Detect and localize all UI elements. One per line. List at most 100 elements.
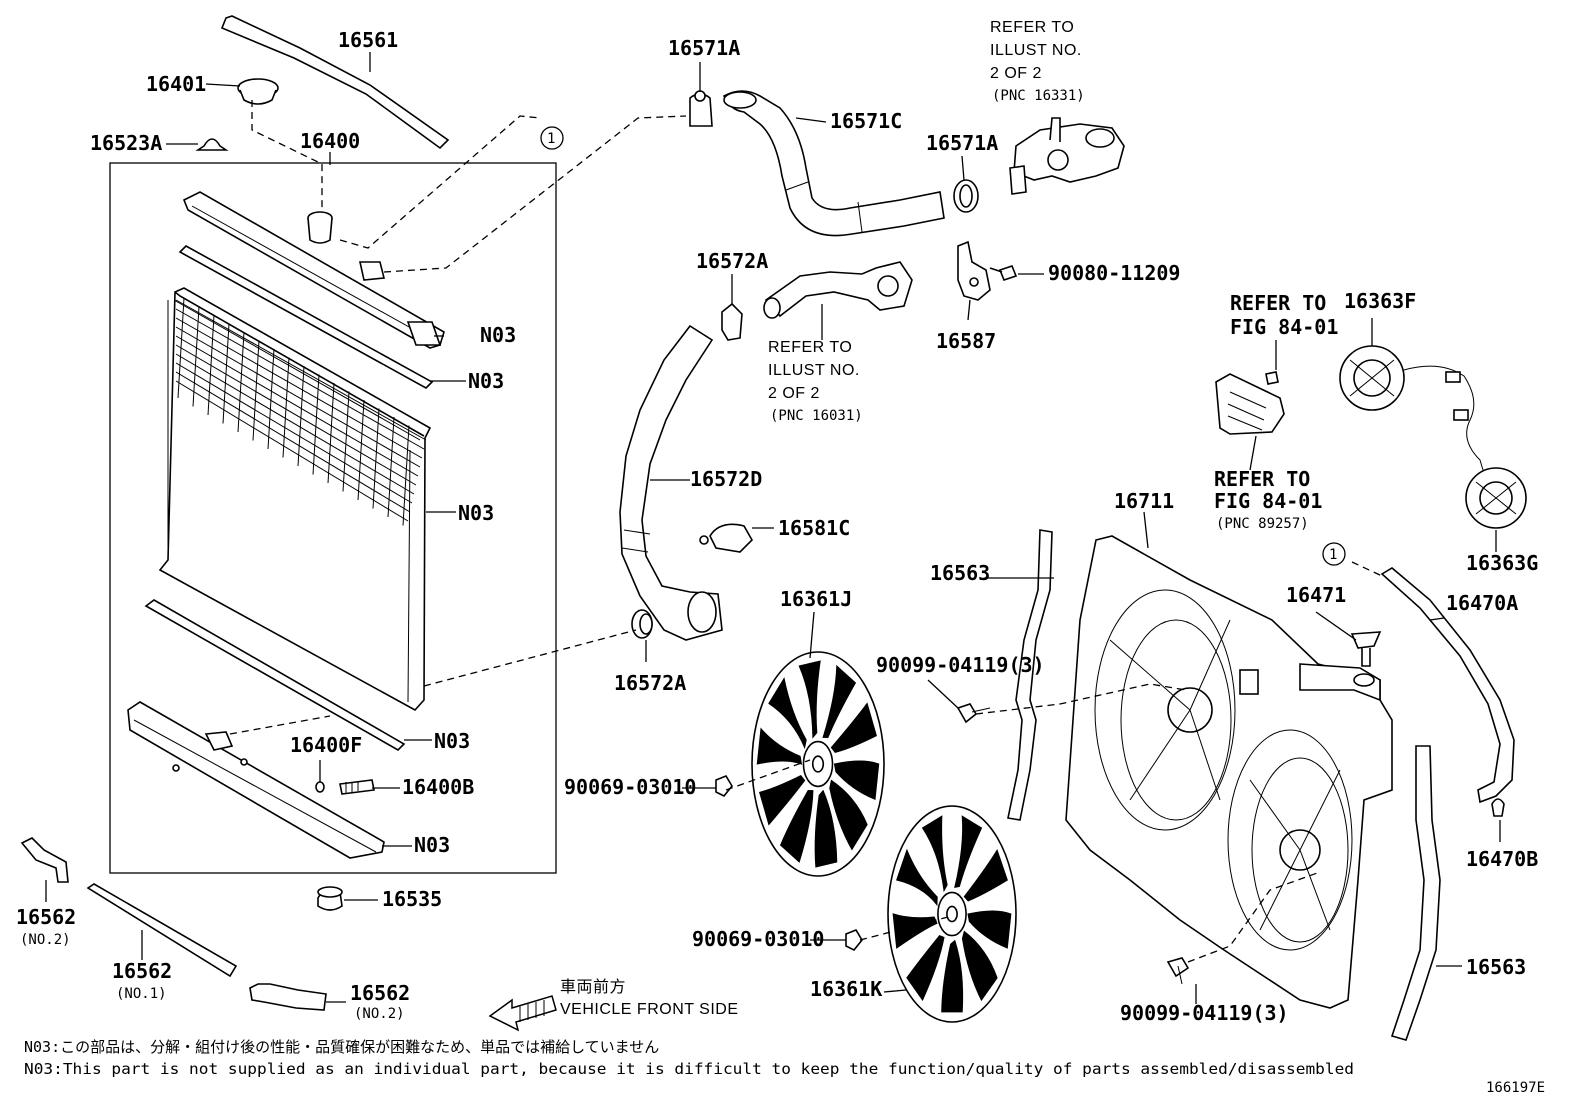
label-16581C: 16581C [778,516,850,540]
ref-illust-16331: REFER TO ILLUST NO. 2 OF 2 (PNC 16331) [990,19,1085,104]
core-fin [297,365,305,467]
label-16400B: 16400B [402,775,474,799]
fan-blade [756,727,803,765]
fan-blade [830,702,877,753]
core-fin [175,308,425,450]
svg-text:FIG 84-01: FIG 84-01 [1214,489,1322,513]
core-fin [282,357,290,458]
label-16363F: 16363F [1344,289,1416,313]
label-16562-right: 16562 [350,981,410,1005]
clamp-16572A-top [721,302,743,341]
label-n03-3: N03 [458,501,494,525]
fan-blade [906,935,945,1002]
label-90080-11209: 90080-11209 [1048,261,1180,285]
core-fin [252,340,260,441]
label-16363G: 16363G [1466,551,1538,575]
svg-text:1: 1 [547,131,555,147]
label-16572A-top: 16572A [696,249,768,273]
core-fin [342,391,350,492]
label-16400F: 16400F [290,733,362,757]
label-16562-mid: 16562 [112,959,172,983]
clamp-16581C [699,523,753,553]
core-fin [222,323,230,424]
label-16361K: 16361K [810,977,882,1001]
direction-jp: 車両前方 [560,978,626,996]
svg-text:(PNC 89257): (PNC 89257) [1216,516,1309,532]
fan-resistor-89257 [1215,371,1285,435]
o-ring-16400F [315,781,325,793]
label-16562-left-sub: (NO.2) [20,932,71,948]
label-16572A-bottom: 16572A [614,671,686,695]
grommet-16523A [195,138,229,151]
shroud-spoke [1259,849,1301,931]
label-90069-03010-top: 90069-03010 [564,775,696,799]
seal-16562-no1 [86,883,238,978]
note-jp: N03:この部品は、分解・組付け後の性能・品質確保が困難なため、単品では補給して… [24,1038,659,1056]
lower-tank [127,701,385,859]
fan-blade [921,815,948,893]
label-16562-mid-sub: (NO.1) [116,986,167,1002]
callout-1-right: 1 [1322,542,1346,566]
upper-hose-16571C [722,90,945,237]
label-16571A-right: 16571A [926,131,998,155]
fan-blade [779,789,814,863]
svg-text:REFER TO: REFER TO [1214,467,1310,491]
label-16471: 16471 [1286,583,1346,607]
svg-text:2 OF 2: 2 OF 2 [768,385,820,402]
drain-cock-16400B [339,779,375,795]
svg-text:2 OF 2: 2 OF 2 [990,65,1042,82]
bracket-16587 [957,240,991,301]
water-outlet-16331 [1009,117,1125,195]
fan-blade [833,760,880,801]
fan-blade [822,664,857,739]
label-16401: 16401 [146,72,206,96]
dashed-relation-lines [229,100,1383,963]
vehicle-front-arrow [488,995,557,1032]
radiator-core [158,287,432,712]
shroud-spoke [1189,619,1231,711]
diagram-id: 166197E [1486,1080,1545,1096]
fan-hub-center [946,905,958,923]
bolt-90099-04119-top [956,703,991,724]
core-fin [175,362,413,504]
shroud-spoke [1109,639,1191,711]
shroud-spoke [1249,779,1301,851]
seal-16563-bottom [1390,745,1441,1041]
core-fin [312,374,320,475]
fan-blade [758,774,806,826]
lower-gasket [144,599,406,751]
direction-en: VEHICLE FRONT SIDE [560,1001,739,1018]
core-fin [175,344,417,486]
fan-blade [768,677,807,750]
core-fin [267,348,275,450]
ref-illust-16031: REFER TO ILLUST NO. 2 OF 2 (PNC 16031) [768,339,863,424]
svg-text:1: 1 [1329,547,1337,563]
label-16523A: 16523A [90,131,162,155]
fan-blade [941,939,964,1013]
core-fin [175,353,415,495]
svg-text:FIG 84-01: FIG 84-01 [1230,315,1338,339]
upper-tank [182,191,445,349]
shroud-spoke [1299,769,1341,851]
core-fin [327,382,335,484]
fan-blade [798,660,821,739]
core-fin [175,380,409,522]
water-inlet-16031 [763,261,913,319]
label-16470A: 16470A [1446,591,1518,615]
label-16562-left: 16562 [16,905,76,929]
label-n03-5: N03 [414,833,450,857]
core-fin [175,317,423,459]
shroud-spoke [1189,709,1221,801]
clip-16470B [1491,798,1505,817]
upper-gasket [178,245,434,389]
nut-90069-03010-bottom [845,929,863,952]
core-fin [175,326,421,468]
shroud-spoke [1129,709,1191,801]
fan-motor-16363F [1339,345,1487,481]
fan-blade [961,930,998,1002]
label-n03-1: N03 [480,323,516,347]
shroud-spoke [1299,849,1331,931]
note-en: N03:This part is not supplied as an indi… [24,1060,1354,1078]
label-16572D: 16572D [690,467,762,491]
